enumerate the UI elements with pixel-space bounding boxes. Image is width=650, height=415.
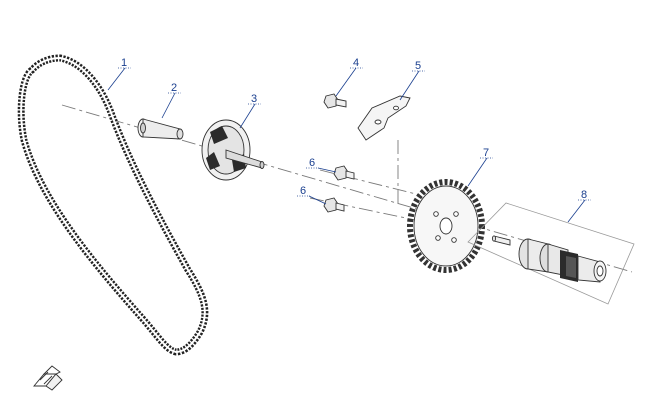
- bolt-6-upper[interactable]: [333, 165, 355, 181]
- callout-leaders: [107, 67, 591, 223]
- chain-tensioner[interactable]: [201, 119, 265, 181]
- callout-8[interactable]: 8: [581, 189, 587, 201]
- callout-3[interactable]: 3: [251, 93, 257, 105]
- bolt-4[interactable]: [323, 93, 347, 109]
- camshaft-sprocket[interactable]: [407, 179, 485, 273]
- bolt-axis-upper: [319, 169, 421, 196]
- timing-chain[interactable]: [17, 54, 209, 356]
- dowel-pin[interactable]: [491, 235, 511, 246]
- guide-pin[interactable]: [137, 118, 184, 140]
- locking-plate[interactable]: [357, 95, 411, 141]
- view-orientation-icon: [33, 365, 63, 391]
- callout-7[interactable]: 7: [483, 147, 489, 159]
- camshaft-box: [467, 202, 635, 305]
- camshaft[interactable]: [518, 238, 607, 283]
- callout-6-upper[interactable]: 6: [309, 157, 315, 169]
- callout-5[interactable]: 5: [415, 60, 421, 72]
- callout-4[interactable]: 4: [353, 57, 359, 69]
- bolt-6-lower[interactable]: [323, 197, 345, 213]
- callout-2[interactable]: 2: [171, 82, 177, 94]
- callout-1[interactable]: 1: [121, 57, 127, 69]
- callout-6-lower[interactable]: 6: [300, 185, 306, 197]
